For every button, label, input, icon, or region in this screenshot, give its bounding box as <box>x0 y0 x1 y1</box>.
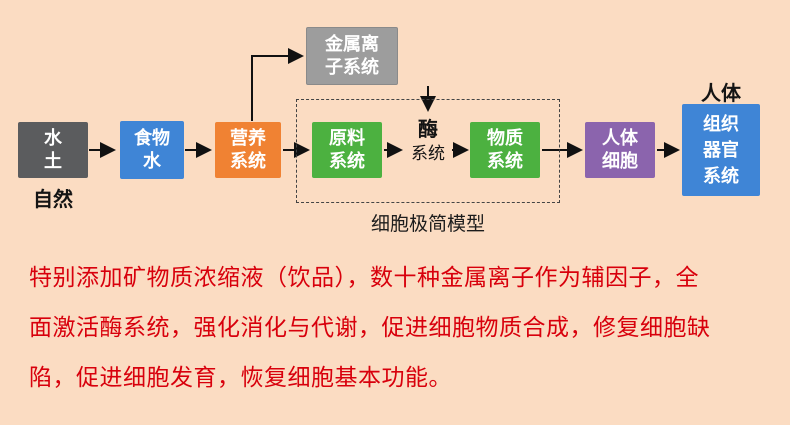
node-label: 物质 <box>487 128 523 148</box>
node-label: 子系统 <box>325 57 379 77</box>
node-body-cell: 人体 细胞 <box>585 122 655 178</box>
node-label: 营养 <box>230 128 266 148</box>
node-label: 水 <box>44 128 62 148</box>
node-label: 器官 <box>703 140 739 160</box>
node-label: 土 <box>44 151 62 171</box>
node-label: 细胞 <box>602 151 638 171</box>
node-label: 系统 <box>230 151 266 171</box>
human-body-label: 人体 <box>701 83 741 105</box>
node-label: 食物 <box>134 128 170 148</box>
node-label: 系统 <box>329 151 365 171</box>
node-label: 原料 <box>329 128 365 148</box>
node-tissue-organ-system: 组织 器官 系统 <box>682 104 760 196</box>
node-label: 酶 <box>418 119 438 141</box>
node-label: 系统 <box>411 144 445 163</box>
cell-model-label: 细胞极简模型 <box>370 214 485 235</box>
description-line: 陷，促进细胞发育，恢复细胞基本功能。 <box>29 364 452 390</box>
node-label: 系统 <box>703 166 739 186</box>
node-enzyme-system: 酶 系统 <box>402 117 454 165</box>
description-line: 特别添加矿物质浓缩液（饮品），数十种金属离子作为辅因子，全 <box>29 264 699 290</box>
arrow-nutrition-to-metal <box>251 48 304 121</box>
node-food-water: 食物 水 <box>120 121 184 179</box>
node-label: 组织 <box>703 114 739 134</box>
node-nutrition-system: 营养 系统 <box>215 122 281 178</box>
footer-strip <box>0 425 790 438</box>
cell-model-region <box>296 99 560 203</box>
description-text: 特别添加矿物质浓缩液（饮品），数十种金属离子作为辅因子，全 面激活酶系统，强化消… <box>29 252 774 402</box>
node-raw-material-system: 原料 系统 <box>312 122 382 178</box>
node-label: 水 <box>143 151 161 171</box>
node-label: 人体 <box>602 128 638 148</box>
node-metal-ion-system: 金属离 子系统 <box>306 27 398 85</box>
nature-label: 自然 <box>33 189 73 211</box>
node-substance-system: 物质 系统 <box>470 122 540 178</box>
node-label: 金属离 <box>325 34 379 54</box>
node-label: 系统 <box>487 151 523 171</box>
description-line: 面激活酶系统，强化消化与代谢，促进细胞物质合成，修复细胞缺 <box>29 314 711 340</box>
node-water-soil: 水 土 <box>18 122 88 178</box>
